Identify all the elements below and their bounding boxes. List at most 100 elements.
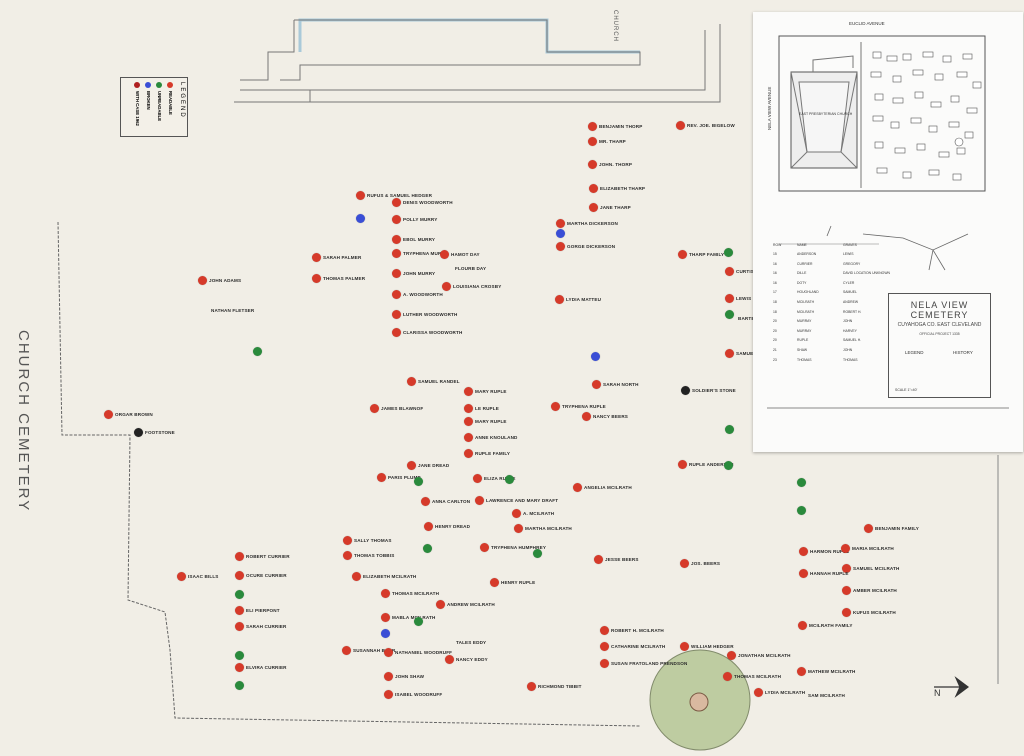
grave-marker-readable [383, 671, 393, 681]
svg-text:N: N [934, 688, 941, 698]
grave-marker-unreadable [796, 477, 806, 487]
grave-label: ROBERT H. MCILRATH [611, 627, 664, 633]
grave-label: JONATHAN MCILRATH [738, 652, 791, 658]
grave-marker-readable [391, 309, 401, 319]
grave-marker-readable [581, 411, 591, 421]
grave-marker-footstone [133, 427, 143, 437]
grave-label: FLOURB DAY [455, 265, 487, 271]
grave-label: NANCY BEERS [593, 413, 629, 419]
grave-marker-readable [463, 403, 473, 413]
inset-side-street-label: NELA VIEW AVENUE [767, 86, 772, 130]
grave-marker-readable [863, 523, 873, 533]
grave-marker-readable [555, 241, 565, 251]
grave-label: MATHEW MCILRATH [808, 668, 856, 674]
legend-dot [134, 82, 140, 88]
inset-table-cell: 18 [773, 309, 777, 314]
grave-label: MABLA MCILRATH [392, 614, 436, 620]
grave-marker-readable [841, 607, 851, 617]
inset-building-label: EAST PRESBYTERIAN CHURCH [799, 112, 853, 116]
grave-marker-readable [555, 218, 565, 228]
grave-marker-readable [798, 568, 808, 578]
inset-table-cell: LEWIS [843, 252, 854, 256]
grave-marker-readable [675, 120, 685, 130]
grave-label: JANE DREAD [418, 462, 450, 468]
inset-table-cell: DOTY [797, 280, 807, 285]
grave-label: NANCY EDDY [456, 656, 488, 662]
inset-table-cell: 21 [773, 348, 777, 352]
grave-label: LAWRENCE AND MARY DRAFT [486, 497, 559, 503]
grave-label: ANNA CARLTON [432, 498, 471, 504]
grave-marker-readable [588, 183, 598, 193]
grave-label: GORGE DICKERSON [567, 243, 616, 249]
grave-marker-unreadable [234, 589, 244, 599]
grave-marker-readable [550, 401, 560, 411]
inset-table-header: ROW [773, 243, 782, 247]
grave-label: LOUISIANA CROSBY [453, 283, 502, 289]
inset-title-line2: CEMETERY [910, 310, 969, 320]
grave-marker-readable [234, 621, 244, 631]
grave-marker-readable [380, 588, 390, 598]
inset-plan-drawing [767, 35, 1009, 409]
grave-label: WILLIAM HEDGER [691, 643, 734, 649]
grave-marker-readable [797, 620, 807, 630]
grave-marker-readable [176, 571, 186, 581]
grave-marker-readable [593, 554, 603, 564]
grave-label: ANDREW MCILRATH [447, 601, 495, 607]
inset-table-cell: JOHN [843, 348, 853, 352]
grave-label: ELI PIERPONT [246, 607, 280, 613]
grave-marker-readable [234, 551, 244, 561]
grave-marker-readable [391, 268, 401, 278]
inset-table-header: GRAVES [843, 243, 857, 247]
grave-marker-readable [588, 202, 598, 212]
grave-marker-readable [526, 681, 536, 691]
grave-label: DENIS WOODWORTH [403, 199, 453, 205]
grave-label: ELIZA RUPLE [484, 475, 516, 481]
inset-table-cell: MURRAY [797, 319, 812, 324]
grave-label: ANNE KNOULAND [475, 434, 518, 440]
grave-label: LYDIA MCILRATH [765, 689, 806, 695]
grave-label: TRYPHENA MURRY [403, 250, 448, 256]
grave-label: ROBERT CURRIER [246, 553, 290, 559]
inset-table-cell: 20 [773, 328, 777, 333]
grave-label: HENRY DREAD [435, 523, 471, 529]
grave-marker-readable [724, 266, 734, 276]
inset-table-cell: 15 [773, 252, 777, 256]
grave-marker-readable [841, 563, 851, 573]
inset-table-cell: SAMUEL H. [843, 338, 862, 343]
inset-street-label: EUCLID AVENUE [849, 21, 885, 26]
grave-label: MARIA MCILRATH [852, 545, 894, 551]
church-label: CHURCH [612, 10, 618, 42]
grave-label: LE RUPLE [475, 405, 499, 411]
inset-table-cell: THOMAS [797, 357, 812, 362]
inset-table-cell: SHAW [797, 348, 808, 352]
grave-marker-readable [587, 121, 597, 131]
inset-scale: SCALE 1"=40' [895, 388, 918, 392]
grave-label: JESSE BEERS [605, 556, 639, 562]
grave-marker-unreadable [796, 505, 806, 515]
inset-table-cell: 23 [773, 357, 777, 362]
grave-label: ELIZABETH THARP [600, 185, 646, 191]
grave-label: CLARISSA WOODWORTH [403, 329, 463, 335]
grave-marker-readable [798, 546, 808, 556]
inset-table-cell: MCILRATH [797, 300, 815, 304]
grave-label: RUFUS & SAMUEL HEDGER [367, 192, 433, 198]
inset-table-cell: HOUGHLAND [797, 290, 819, 295]
grave-marker-readable [513, 523, 523, 533]
grave-marker-unreadable [723, 247, 733, 257]
inset-table-cell: 17 [773, 290, 777, 295]
grave-label: FOOTSTONE [145, 429, 175, 435]
grave-marker-readable [587, 136, 597, 146]
legend-title: LEGEND [179, 82, 185, 119]
grave-label: HENRY RUPLE [501, 579, 536, 585]
inset-table-cell: SAMUEL [843, 290, 857, 295]
grave-label: A. WOODWORTH [403, 291, 443, 297]
grave-marker-readable [391, 214, 401, 224]
grave-label: A. MCILRATH [523, 510, 555, 516]
grave-marker-readable [391, 234, 401, 244]
grave-label: TALES EDDY [456, 639, 487, 645]
grave-marker-readable [380, 612, 390, 622]
inset-table-cell: ROBERT H. [843, 309, 862, 314]
grave-label: POLLY MURRY [403, 216, 438, 222]
grave-label: JOHN MURRY [403, 270, 436, 276]
inset-table-cell: CYLER [843, 280, 855, 285]
